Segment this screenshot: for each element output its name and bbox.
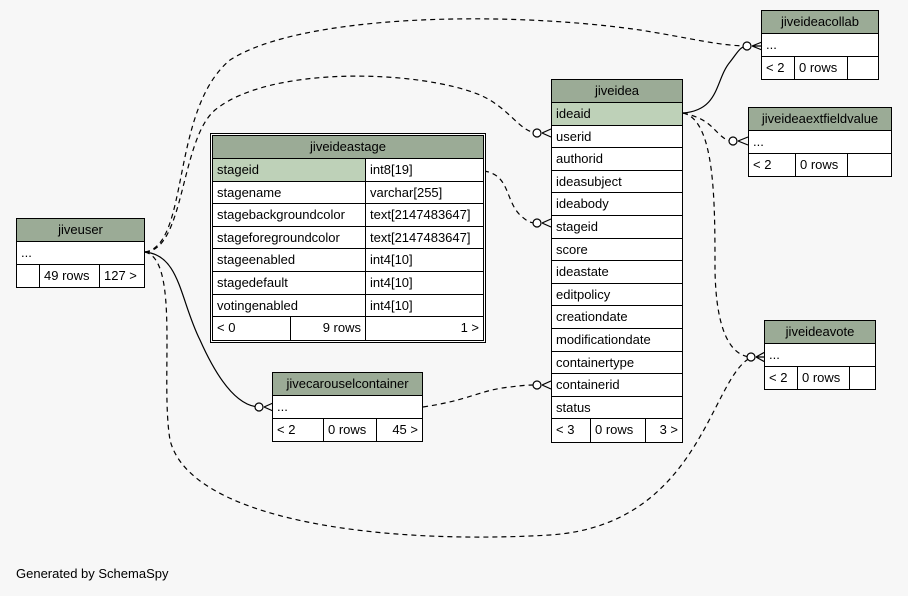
table-stat-parents: < 2 xyxy=(277,421,296,437)
table-jiveideaextfieldvalue[interactable]: jiveideaextfieldvalue ... < 2 0 rows xyxy=(748,107,892,178)
table-stat-rows: 0 rows xyxy=(590,419,645,442)
column-status: status xyxy=(556,399,591,415)
column-ideasubject: ideasubject xyxy=(556,173,622,189)
column-name: stageenabled xyxy=(217,252,296,268)
table-title: jiveidea xyxy=(552,80,682,103)
table-stat-rows: 0 rows xyxy=(323,418,376,442)
edge-jiveideastage-jiveidea-stageid xyxy=(483,170,539,224)
column-creationdate: creationdate xyxy=(556,309,628,325)
table-title: jivecarouselcontainer xyxy=(273,373,422,396)
table-jiveuser[interactable]: jiveuser ... 49 rows 127 > xyxy=(16,218,145,289)
edge-jiveidea-jiveideavote xyxy=(682,112,751,358)
column-type: int4[10] xyxy=(365,294,483,317)
table-stat-children: 127 > xyxy=(99,264,144,288)
edge-jiveidea-jiveideaextfieldvalue xyxy=(682,112,735,142)
table-jiveideastage[interactable]: jiveideastage stageid int8[19] stagename… xyxy=(210,133,486,343)
column-name: stagebackgroundcolor xyxy=(217,207,345,223)
column-userid: userid xyxy=(556,128,592,144)
marker-zero xyxy=(254,402,264,412)
edge-jiveuser-jiveideacollab xyxy=(144,18,749,253)
column-ellipsis: ... xyxy=(277,399,288,414)
marker-zero xyxy=(728,136,738,146)
marker-zero xyxy=(532,128,542,138)
table-stat-children: 1 > xyxy=(365,317,483,340)
column-ideaid: ideaid xyxy=(552,103,682,125)
column-type: varchar[255] xyxy=(365,181,483,204)
table-title: jiveideastage xyxy=(213,136,483,159)
column-ideastate: ideastate xyxy=(556,264,609,280)
table-jiveidea[interactable]: jiveidea ideaid userid authorid ideasubj… xyxy=(551,79,683,443)
column-ellipsis: ... xyxy=(766,37,777,52)
table-stat-rows: 49 rows xyxy=(39,264,99,288)
edge-jiveuser-jiveidea-userid xyxy=(144,75,539,253)
table-stat-rows: 0 rows xyxy=(794,56,847,80)
column-name: stagedefault xyxy=(217,274,288,290)
table-stat-parents xyxy=(17,265,39,288)
column-editpolicy: editpolicy xyxy=(556,286,611,302)
edge-jiveuser-jivecarouselcontainer xyxy=(144,251,261,408)
table-stat-children xyxy=(847,56,878,80)
column-type: text[2147483647] xyxy=(365,204,483,226)
table-stat-rows: 0 rows xyxy=(797,366,849,390)
column-name: stagename xyxy=(217,184,282,200)
table-jivecarouselcontainer[interactable]: jivecarouselcontainer ... < 2 0 rows 45 … xyxy=(272,372,423,443)
table-stat-children: 45 > xyxy=(376,418,422,442)
column-authorid: authorid xyxy=(556,151,603,167)
column-containerid: containerid xyxy=(556,377,620,393)
column-ellipsis: ... xyxy=(753,134,764,149)
table-stat-parents: < 3 xyxy=(556,422,575,438)
column-modificationdate: modificationdate xyxy=(556,331,651,347)
table-title: jiveideacollab xyxy=(762,11,878,34)
column-type: int4[10] xyxy=(365,249,483,271)
table-stat-parents: < 2 xyxy=(769,369,788,385)
table-stat-children xyxy=(849,366,875,390)
column-name: votingenabled xyxy=(217,297,298,313)
column-type: text[2147483647] xyxy=(365,226,483,249)
marker-zero xyxy=(742,41,752,51)
table-title: jiveuser xyxy=(17,219,144,242)
column-stageid: stageid xyxy=(556,218,598,234)
edge-jiveidea-jiveideacollab xyxy=(682,45,749,114)
marker-zero xyxy=(532,380,542,390)
column-name: stageid xyxy=(213,159,365,181)
column-score: score xyxy=(556,241,588,257)
table-stat-parents: < 2 xyxy=(766,59,785,75)
marker-zero xyxy=(746,352,756,362)
table-stat-parents: < 0 xyxy=(217,320,236,336)
table-stat-rows: 9 rows xyxy=(290,317,365,340)
edge-jiveuser-jiveideavote xyxy=(144,251,751,538)
table-jiveideacollab[interactable]: jiveideacollab ... < 2 0 rows xyxy=(761,10,879,81)
column-type: int8[19] xyxy=(365,159,483,181)
edge-jivecarouselcontainer-jiveidea xyxy=(422,384,539,408)
column-containertype: containertype xyxy=(556,354,635,370)
table-title: jiveideavote xyxy=(765,321,875,344)
table-stat-parents: < 2 xyxy=(753,156,772,172)
column-ellipsis: ... xyxy=(769,347,780,362)
column-type: int4[10] xyxy=(365,271,483,294)
table-title: jiveideaextfieldvalue xyxy=(749,108,891,131)
footer-credit: Generated by SchemaSpy xyxy=(16,566,169,581)
table-stat-children: 3 > xyxy=(645,419,682,442)
column-name: stageforegroundcolor xyxy=(217,229,340,245)
table-stat-rows: 0 rows xyxy=(795,153,847,177)
column-ellipsis: ... xyxy=(21,245,32,260)
marker-zero xyxy=(532,218,542,228)
table-jiveideavote[interactable]: jiveideavote ... < 2 0 rows xyxy=(764,320,876,391)
table-stat-children xyxy=(847,153,891,177)
column-ideabody: ideabody xyxy=(556,196,609,212)
